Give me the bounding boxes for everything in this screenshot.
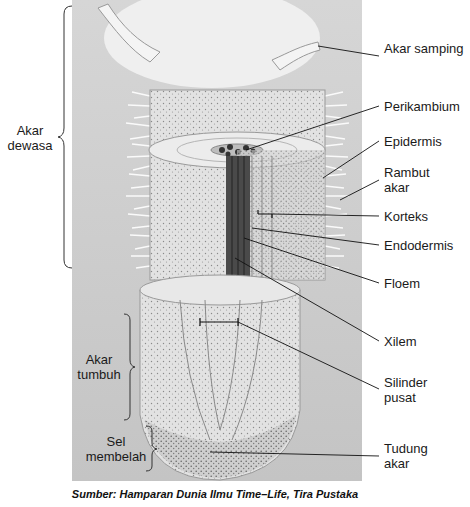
part-label: Epidermis	[384, 134, 468, 149]
stele-bracket	[200, 318, 238, 326]
part-label: Perikambium	[384, 99, 468, 114]
region-label: Sel membelah	[84, 434, 148, 464]
part-label: Tudung akar	[384, 441, 444, 471]
part-label: Korteks	[384, 209, 468, 224]
part-label: Floem	[384, 276, 468, 291]
part-label: Xilem	[384, 334, 468, 349]
brace	[146, 426, 157, 471]
root-cap	[145, 415, 296, 478]
source-caption: Sumber: Hamparan Dunia Ilmu Time–Life, T…	[72, 488, 358, 501]
brace	[58, 6, 72, 268]
part-label: Endodermis	[384, 238, 468, 253]
part-label: Rambut akar	[384, 165, 444, 195]
growing-root	[140, 290, 300, 480]
region-label: Akar tumbuh	[76, 352, 122, 382]
inner-lines	[180, 300, 262, 440]
region-label: Akar dewasa	[4, 123, 56, 153]
lateral-root	[272, 42, 320, 70]
leader-lines	[210, 46, 379, 456]
mature-root	[150, 90, 325, 280]
growing-top	[140, 275, 300, 305]
stele	[226, 156, 250, 280]
cortex-bracket	[258, 210, 272, 218]
tissue-lines	[252, 156, 272, 280]
brace	[124, 314, 135, 420]
lateral-root	[98, 4, 160, 62]
part-label: Silinder pusat	[384, 375, 450, 405]
part-label: Akar samping	[384, 41, 464, 56]
vessels	[232, 156, 244, 280]
